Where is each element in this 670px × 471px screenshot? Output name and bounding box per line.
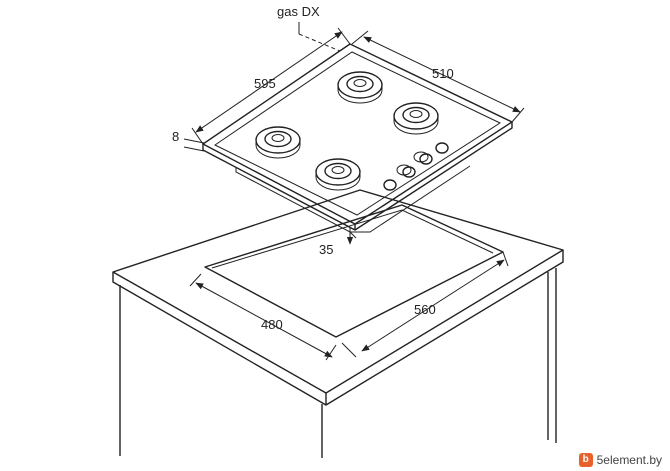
cutout-width-dimension: 560 bbox=[341, 251, 509, 358]
cutout-opening bbox=[204, 204, 504, 338]
cutout-depth-label: 480 bbox=[261, 317, 283, 332]
control-knob bbox=[435, 142, 449, 154]
control-knob bbox=[402, 166, 416, 178]
hob-height-label: 35 bbox=[319, 242, 333, 257]
hob-thickness-label: 8 bbox=[172, 129, 179, 144]
hob-depth-dimension: 595 bbox=[191, 27, 351, 145]
cabinet-body bbox=[119, 268, 557, 458]
cutout-depth-dimension: 480 bbox=[189, 273, 337, 361]
gas-connection-label: gas DX bbox=[277, 4, 320, 19]
burner bbox=[393, 102, 439, 135]
countertop bbox=[112, 189, 564, 406]
watermark-text: 5element.by bbox=[596, 452, 662, 467]
burner bbox=[315, 158, 361, 191]
control-knob bbox=[419, 153, 433, 165]
control-knob bbox=[383, 179, 397, 191]
gas-connection-callout: gas DX bbox=[277, 4, 341, 52]
hob bbox=[202, 43, 513, 239]
hob-width-label: 510 bbox=[432, 66, 454, 81]
watermark-logo-icon: b bbox=[578, 452, 593, 467]
burner bbox=[337, 71, 383, 104]
burner bbox=[255, 126, 301, 159]
hob-height-dimension: 35 bbox=[319, 228, 354, 257]
hob-thickness-dimension: 8 bbox=[172, 129, 205, 152]
hob-depth-label: 595 bbox=[254, 76, 276, 91]
cutout-width-label: 560 bbox=[414, 302, 436, 317]
knob-ring bbox=[396, 151, 429, 176]
watermark: b 5element.by bbox=[478, 450, 666, 469]
hob-width-dimension: 510 bbox=[351, 30, 525, 123]
